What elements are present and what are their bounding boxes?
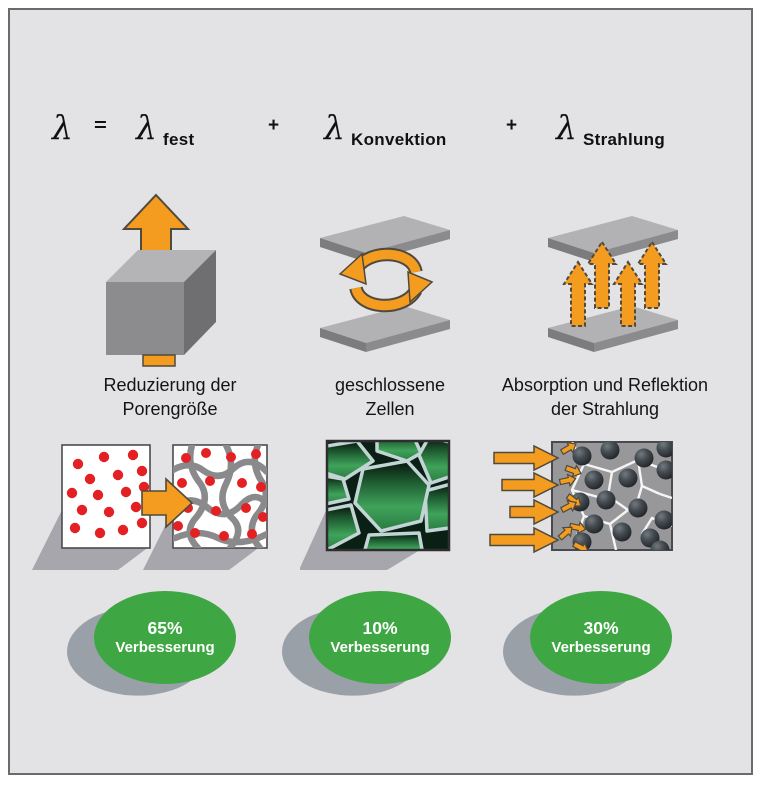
caption-line: der Strahlung: [550, 398, 660, 419]
absorber-spheres: [570, 442, 672, 550]
badge-label: Verbesserung: [330, 639, 430, 656]
caption-line: geschlossene: [334, 375, 446, 395]
equals-sign: =: [94, 113, 107, 136]
caption-pore-size: Reduzierung der Porengröße: [55, 374, 285, 421]
red-dots-after: [173, 448, 267, 541]
lambda-fest-symbol: λ: [136, 108, 157, 147]
subscript-konvektion: Konvektion: [351, 130, 447, 149]
improvement-badge-solid: 65% Verbesserung: [67, 591, 236, 696]
lambda-total-symbol: λ: [52, 108, 73, 147]
improvement-badge: 65% Verbesserung: [94, 591, 236, 684]
caption-line: Reduzierung der: [103, 375, 237, 395]
caption-absorption-reflection: Absorption und Reflektion der Strahlung: [475, 374, 735, 421]
badge-value: 65%: [147, 618, 183, 638]
improvement-badge-convection: 10% Verbesserung: [282, 591, 451, 696]
improvement-badge: 10% Verbesserung: [309, 591, 451, 684]
caption-line: Zellen: [365, 398, 415, 419]
badge-value: 10%: [362, 618, 398, 638]
plates-with-convection-loop-icon: [320, 216, 450, 352]
badge-label: Verbesserung: [551, 639, 651, 656]
closed-cells-photo: [300, 439, 451, 570]
improvement-badge-radiation: 30% Verbesserung: [503, 591, 672, 696]
plus-sign-2: +: [506, 115, 518, 136]
pore-size-reduction-before-after: [32, 444, 268, 570]
incoming-radiation-arrows: [489, 444, 560, 554]
cube-with-up-arrow-icon: [106, 193, 216, 367]
arrow-right-icon: [141, 477, 194, 529]
subscript-fest: fest: [163, 130, 195, 149]
badge-value: 30%: [583, 618, 619, 638]
caption-line: Porengröße: [122, 398, 218, 419]
badge-label: Verbesserung: [115, 639, 215, 656]
plates-with-up-arrows-icon: [548, 216, 678, 352]
lambda-strahlung-symbol: λ: [556, 108, 577, 147]
red-dots-before: [66, 449, 150, 539]
subscript-strahlung: Strahlung: [583, 130, 666, 149]
caption-closed-cells: geschlossene Zellen: [275, 374, 505, 421]
ir-absorber-particles-with-arrows: [489, 441, 673, 554]
pore-wall-network: [173, 445, 267, 548]
lambda-konvektion-symbol: λ: [324, 108, 345, 147]
improvement-badge: 30% Verbesserung: [530, 591, 672, 684]
scattered-reflection-arrows: [557, 442, 589, 550]
caption-line: Absorption und Reflektion: [501, 375, 709, 395]
plus-sign-1: +: [268, 115, 280, 136]
